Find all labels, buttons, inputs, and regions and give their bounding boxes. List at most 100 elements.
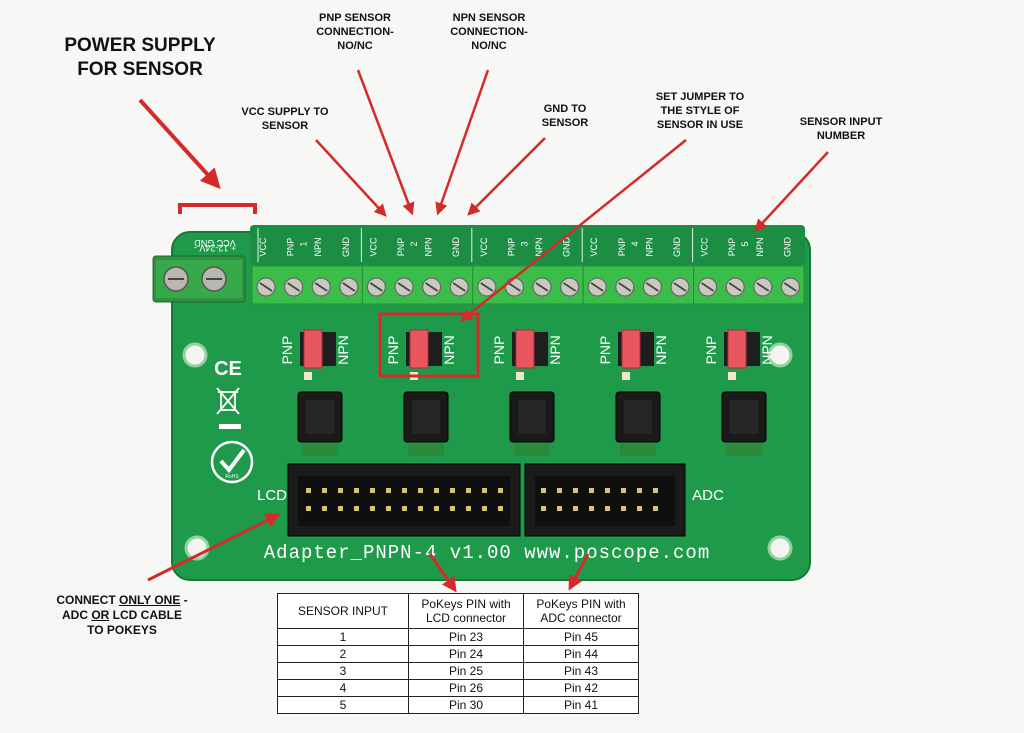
header-pin xyxy=(370,488,375,493)
led xyxy=(622,372,630,380)
lcd-board-label: LCD xyxy=(257,487,287,504)
power-terminal-voltage-label: + 12-24V - xyxy=(194,243,236,253)
optocoupler-row xyxy=(297,391,767,456)
sensor-terminal-blocks xyxy=(251,265,805,305)
pin-label-npn: NPN xyxy=(755,237,765,256)
table-cell: 1 xyxy=(277,628,409,646)
header-adc-pin: PoKeys PIN with ADC connector xyxy=(523,593,639,629)
header-pin xyxy=(466,506,471,511)
pokeys-pin-table: SENSOR INPUT PoKeys PIN with LCD connect… xyxy=(277,593,639,714)
header-pin xyxy=(418,488,423,493)
header-pin xyxy=(482,488,487,493)
jumper-highlight-box xyxy=(378,312,480,378)
pin-label-npn: NPN xyxy=(534,237,544,256)
weee-bin-icon xyxy=(216,387,240,415)
arrow-table-adc xyxy=(568,553,590,591)
pin-label-gnd: GND xyxy=(782,237,792,258)
header-pin xyxy=(434,506,439,511)
table-cell: Pin 25 xyxy=(408,662,524,680)
label-set-jumper: SET JUMPER TO THE STYLE OF SENSOR IN USE xyxy=(655,91,745,131)
header-pin xyxy=(498,506,503,511)
table-cell: 3 xyxy=(277,662,409,680)
table-cell: Pin 45 xyxy=(523,628,639,646)
jumper-3: PNP NPN xyxy=(491,329,563,380)
pin-label-vcc: VCC xyxy=(368,237,378,257)
pin-label-pnp: PNP xyxy=(286,238,296,257)
header-pin xyxy=(637,506,642,511)
terminal-block-5 xyxy=(693,265,805,305)
header-pin xyxy=(557,488,562,493)
header-pin xyxy=(402,506,407,511)
terminal-block-1 xyxy=(251,265,363,305)
arrow-table-lcd xyxy=(428,553,457,593)
jumper-label-npn: NPN xyxy=(547,335,563,365)
pin-label-gnd: GND xyxy=(341,237,351,258)
header-pin xyxy=(450,506,455,511)
header-pin xyxy=(434,488,439,493)
header-pin xyxy=(653,506,658,511)
header-pin xyxy=(322,488,327,493)
header-pin xyxy=(589,506,594,511)
jumper-label-npn: NPN xyxy=(335,335,351,365)
header-pin xyxy=(573,488,578,493)
header-pin xyxy=(482,506,487,511)
header-pin xyxy=(589,488,594,493)
pin-label-gnd: GND xyxy=(451,237,461,258)
arrow-pnp xyxy=(356,69,415,216)
adc-connector xyxy=(524,463,686,537)
table-cell: Pin 30 xyxy=(408,696,524,714)
mounting-hole xyxy=(767,535,793,561)
table-cell: Pin 23 xyxy=(408,628,524,646)
header-pin xyxy=(605,488,610,493)
pin-label-vcc: VCC xyxy=(589,237,599,257)
arrow-sensor-number xyxy=(754,151,829,232)
pin-label-vcc: VCC xyxy=(479,237,489,257)
header-pin xyxy=(557,506,562,511)
arrow-gnd xyxy=(467,137,546,216)
arrow-vcc-supply xyxy=(315,139,387,217)
label-pnp-connection: PNP SENSOR CONNECTION- NO/NC xyxy=(316,12,394,52)
adc-board-label: ADC xyxy=(692,487,724,504)
header-pin xyxy=(306,488,311,493)
label-connect-only-one: CONNECT ONLY ONE - ADC OR LCD CABLE TO P… xyxy=(56,593,188,637)
pin-label-pnp: PNP xyxy=(727,238,737,257)
table-cell: Pin 26 xyxy=(408,679,524,697)
table-cell: Pin 41 xyxy=(523,696,639,714)
arrow-power-supply xyxy=(138,98,221,189)
mounting-hole xyxy=(767,342,793,368)
terminal-block-2 xyxy=(361,265,474,305)
label-sensor-input-number: SENSOR INPUT NUMBER xyxy=(799,116,883,142)
header-pin xyxy=(450,488,455,493)
lcd-connector xyxy=(287,463,521,537)
terminal-block-4 xyxy=(582,265,695,305)
header-pin xyxy=(466,488,471,493)
header-pin xyxy=(386,506,391,511)
pin-label-npn: NPN xyxy=(313,237,323,256)
pin-label-pnp: PNP xyxy=(506,238,516,257)
pin-label-pnp: PNP xyxy=(617,238,627,257)
mounting-hole xyxy=(182,342,208,368)
jumper-label-pnp: PNP xyxy=(491,336,507,365)
header-pin xyxy=(541,488,546,493)
jumper-label-npn: NPN xyxy=(441,335,457,365)
led xyxy=(516,372,524,380)
label-npn-connection: NPN SENSOR CONNECTION- NO/NC xyxy=(450,12,528,52)
optocoupler-1 xyxy=(297,391,343,456)
label-vcc-supply: VCC SUPPLY TO SENSOR xyxy=(241,106,329,132)
pin-label-gnd: GND xyxy=(672,237,682,258)
table-cell: 2 xyxy=(277,645,409,663)
optocoupler-2 xyxy=(403,391,449,456)
arrow-npn xyxy=(435,69,490,216)
sensor-number-label: 4 xyxy=(630,241,640,246)
label-gnd-to-sensor: GND TO SENSOR xyxy=(541,103,589,129)
power-bracket xyxy=(178,203,257,214)
pin-label-pnp: PNP xyxy=(396,238,406,257)
header-pin xyxy=(354,506,359,511)
